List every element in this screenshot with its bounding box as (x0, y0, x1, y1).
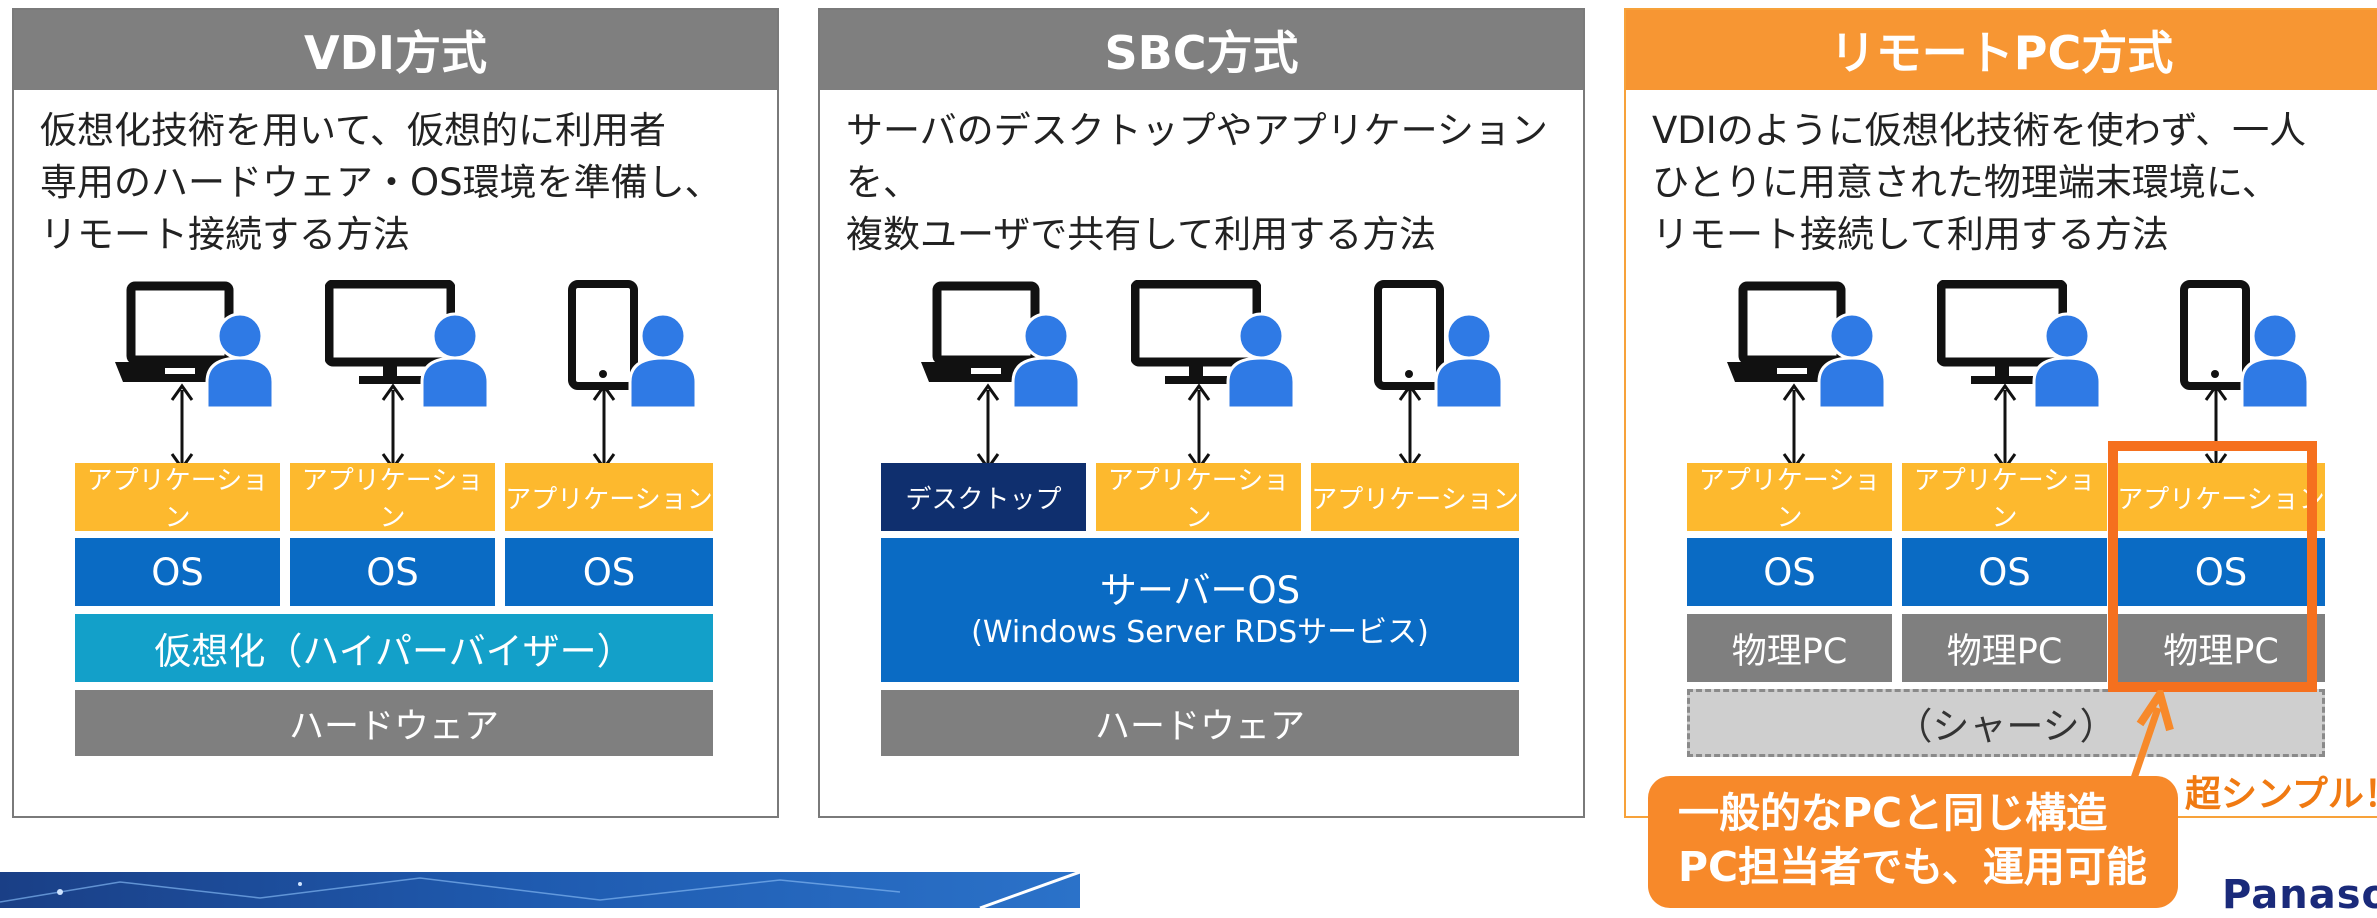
os-block: OS (290, 538, 495, 606)
user-icon (628, 310, 698, 410)
bidirectional-arrow-icon (1187, 383, 1211, 471)
os-block: OS (1902, 538, 2107, 606)
panel-title: SBC方式 (820, 10, 1583, 90)
app-block: アプリケーション (1096, 463, 1301, 533)
app-block: アプリケーション (2117, 463, 2325, 531)
hardware-block: ハードウェア (75, 690, 713, 756)
super-simple-label: 超シンプル！ (2185, 774, 2377, 815)
app-block: アプリケーション (1902, 463, 2107, 533)
user-icon (2032, 310, 2102, 410)
bidirectional-arrow-icon (381, 383, 405, 471)
bidirectional-arrow-icon (1398, 383, 1422, 471)
physical-pc-block: 物理PC (2117, 614, 2325, 682)
hypervisor-block: 仮想化（ハイパーバイザー） (75, 614, 713, 682)
panel-description: 仮想化技術を用いて、仮想的に利用者 専用のハードウェア・OS環境を準備し、 リモ… (40, 109, 722, 256)
physical-pc-block: 物理PC (1687, 614, 1892, 682)
user-icon (205, 310, 275, 410)
callout-line: 一般的なPCと同じ構造 (1678, 789, 2108, 837)
app-block: アプリケーション (290, 463, 495, 533)
os-block: OS (505, 538, 713, 606)
panel-title: VDI方式 (14, 10, 777, 90)
brand-logo: Panaso (2222, 872, 2377, 918)
physical-pc-block: 物理PC (1902, 614, 2107, 682)
server-os-sublabel: (Windows Server RDSサービス) (971, 615, 1429, 650)
app-block: アプリケーション (1311, 463, 1519, 531)
user-icon (1817, 310, 1887, 410)
footer-banner (0, 872, 1080, 908)
os-block: OS (1687, 538, 1892, 606)
app-block: アプリケーション (75, 463, 280, 533)
bidirectional-arrow-icon (170, 383, 194, 471)
chassis-block: （シャーシ） (1687, 689, 2325, 757)
os-block: OS (75, 538, 280, 606)
remote-pc-panel: リモートPC方式 VDIのように仮想化技術を使わず、一人 ひとりに用意された物理… (1624, 8, 2377, 818)
hardware-block: ハードウェア (881, 690, 1519, 756)
os-block: OS (2117, 538, 2325, 606)
callout-bubble: 一般的なPCと同じ構造 PC担当者でも、運用可能 (1648, 776, 2178, 908)
user-icon (1434, 310, 1504, 410)
app-block: アプリケーション (1687, 463, 1892, 533)
bidirectional-arrow-icon (1782, 383, 1806, 471)
desktop-block: デスクトップ (881, 463, 1086, 531)
panel-title: リモートPC方式 (1626, 10, 2377, 90)
panel-description: VDIのように仮想化技術を使わず、一人 ひとりに用意された物理端末環境に、 リモ… (1652, 109, 2307, 256)
panel-description: サーバのデスクトップやアプリケーションを、 複数ユーザで共有して利用する方法 (846, 109, 1548, 256)
user-icon (1226, 310, 1296, 410)
user-icon (1011, 310, 1081, 410)
server-os-label: サーバーOS (1099, 569, 1301, 612)
callout-line: PC担当者でも、運用可能 (1678, 843, 2147, 891)
bidirectional-arrow-icon (1993, 383, 2017, 471)
highlight-frame (2108, 441, 2317, 692)
server-os-block: サーバーOS (Windows Server RDSサービス) (881, 538, 1519, 682)
sbc-panel: SBC方式 サーバのデスクトップやアプリケーションを、 複数ユーザで共有して利用… (818, 8, 1585, 818)
vdi-panel: VDI方式 仮想化技術を用いて、仮想的に利用者 専用のハードウェア・OS環境を準… (12, 8, 779, 818)
user-icon (420, 310, 490, 410)
bidirectional-arrow-icon (976, 383, 1000, 471)
bidirectional-arrow-icon (592, 383, 616, 471)
app-block: アプリケーション (505, 463, 713, 531)
user-icon (2240, 310, 2310, 410)
